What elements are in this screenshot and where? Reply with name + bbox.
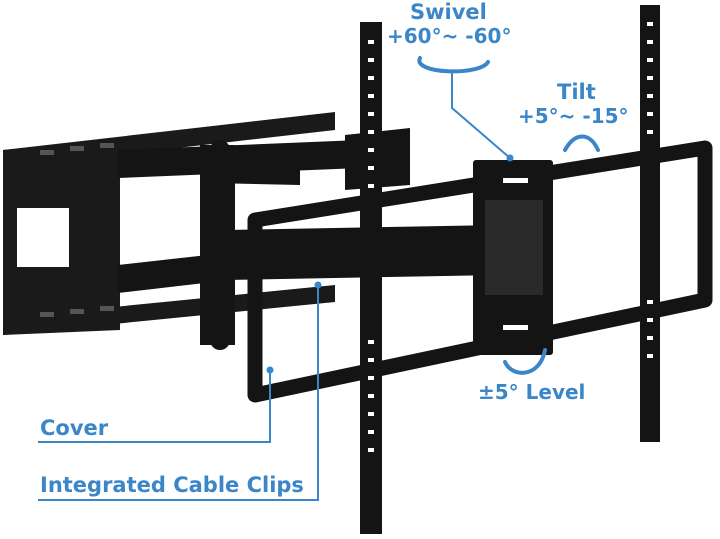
level-label: ±5° Level [478,380,586,404]
swivel-label: Swivel [410,0,487,24]
center-mounting-plate [473,160,553,355]
tilt-range-label: +5°~ -15° [518,104,629,128]
tilt-arrow-icon [563,134,600,152]
wall-plate-slots [40,143,114,317]
tv-outer-frame [247,140,713,403]
cable-clips-label: Integrated Cable Clips [40,473,304,497]
tilt-label: Tilt [557,80,596,104]
swivel-range-label: +60°~ -60° [387,24,512,48]
rotation-arrow-icons [417,56,600,375]
level-arrow-icon [503,348,547,375]
cover-label: Cover [40,416,109,440]
callout-lines [38,70,511,501]
callout-dots [266,154,514,374]
vertical-tv-brackets [360,5,660,534]
bracket-holes [368,22,653,452]
swivel-arrow-icon [417,56,490,74]
